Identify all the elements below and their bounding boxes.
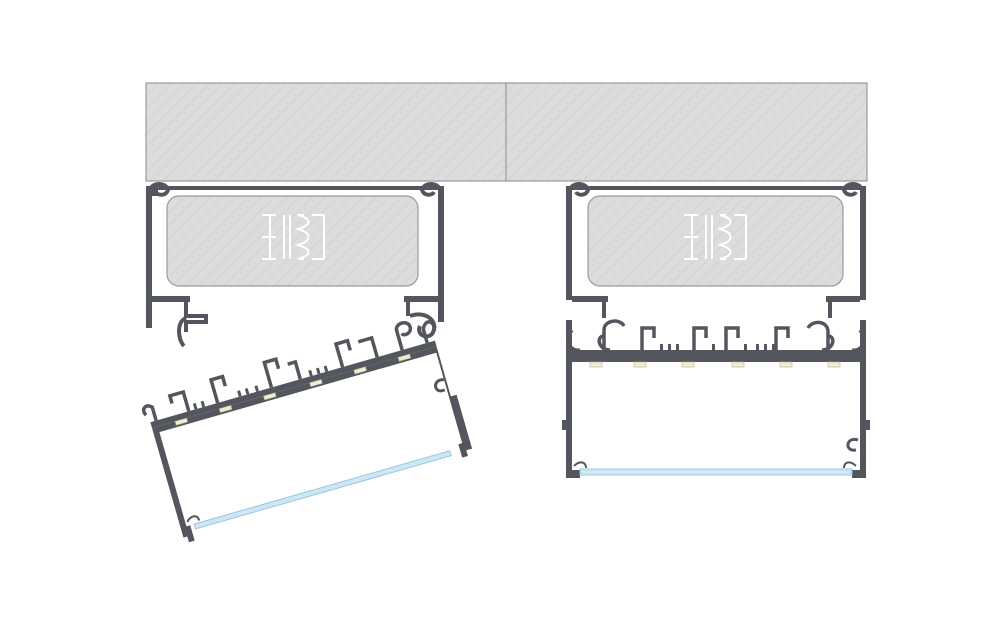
right-led-profile xyxy=(562,319,870,478)
left-led-profile xyxy=(142,320,473,543)
led-chip-icon xyxy=(589,361,841,368)
left-mounting-bracket xyxy=(146,182,444,348)
led-chip-icon xyxy=(174,353,412,426)
ceiling-slab xyxy=(145,82,868,182)
right-mounting-bracket xyxy=(566,182,866,318)
right-driver-box xyxy=(587,195,844,287)
left-driver-box xyxy=(166,195,419,287)
